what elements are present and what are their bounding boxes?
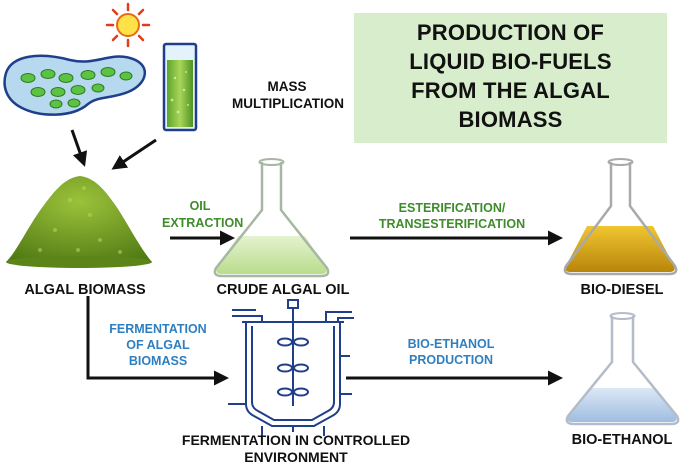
fermentation-environment-label: FERMENTATION IN CONTROLLED ENVIRONMENT [146, 432, 446, 466]
flow-arrows [70, 129, 563, 386]
crude-algal-oil-label: CRUDE ALGAL OIL [216, 282, 350, 298]
title-box [354, 13, 667, 143]
label-line: BIO-ETHANOL [407, 337, 495, 351]
label-line: ESTERIFICATION/ [398, 201, 506, 215]
flask-bio-ethanol-icon [565, 312, 680, 426]
flask-bio-diesel-icon [563, 158, 678, 276]
label-line: FERMENTATION IN CONTROLLED [181, 432, 411, 448]
label-line: BIOMASS [128, 354, 188, 368]
label-line: MULTIPLICATION [232, 96, 344, 111]
label-line: FERMENTATION [109, 322, 207, 336]
esterification-label: ESTERIFICATION/ TRANSESTERIFICATION [372, 200, 532, 232]
label-line: TRANSESTERIFICATION [378, 217, 526, 231]
photobioreactor-icon [162, 42, 198, 132]
bio-diesel-label: BIO-DIESEL [580, 282, 664, 298]
label-line: OF ALGAL [126, 338, 190, 352]
sun-icon [105, 2, 151, 48]
oil-extraction-label: OIL EXTRACTION [162, 198, 244, 232]
title-line: FROM THE ALGAL [411, 78, 610, 103]
arrow-cells-to-biomass [70, 129, 88, 167]
fermentation-of-biomass-label: FERMENTATION OF ALGAL BIOMASS [98, 321, 218, 369]
title-line: BIOMASS [458, 107, 563, 132]
title-line: PRODUCTION OF [416, 20, 605, 45]
arrow-fermentation [86, 296, 229, 386]
mass-multiplication-label: MASS MULTIPLICATION [232, 78, 344, 112]
bio-ethanol-label: BIO-ETHANOL [571, 432, 673, 448]
algal-biomass-label: ALGAL BIOMASS [24, 282, 146, 298]
label-line: OIL [189, 199, 211, 213]
label-line: PRODUCTION [408, 353, 494, 367]
bioethanol-production-label: BIO-ETHANOL PRODUCTION [396, 336, 506, 368]
title-line: LIQUID BIO-FUELS [409, 49, 612, 74]
algal-biomass-powder-icon [6, 176, 152, 268]
algae-cells-icon [3, 54, 147, 116]
arrow-reactor-to-biomass [111, 138, 157, 170]
label-line: MASS [267, 79, 307, 94]
label-line: EXTRACTION [162, 216, 244, 230]
fermenter-icon [228, 299, 354, 436]
page-title: PRODUCTION OF LIQUID BIO-FUELS FROM THE … [354, 18, 667, 134]
label-line: ENVIRONMENT [244, 449, 348, 465]
flask-crude-oil-icon [213, 158, 330, 278]
